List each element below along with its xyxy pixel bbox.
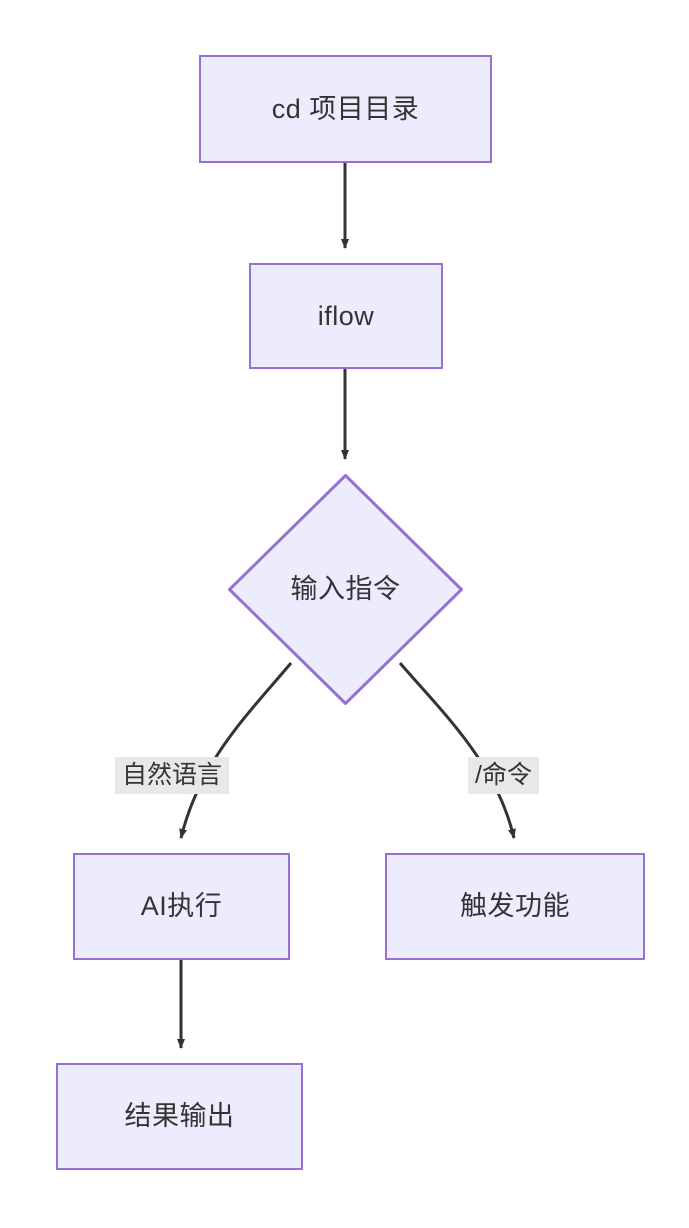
node-ai-execute[interactable]: AI执行 bbox=[73, 853, 290, 960]
node-label: 触发功能 bbox=[460, 891, 570, 921]
node-iflow[interactable]: iflow bbox=[249, 263, 443, 369]
node-label: 输入指令 bbox=[290, 574, 401, 604]
node-cd-project-directory[interactable]: cd 项目目录 bbox=[199, 55, 492, 163]
node-label-wrapper: 输入指令 bbox=[228, 474, 463, 705]
edge-label-slash-command: /命令 bbox=[468, 757, 539, 794]
node-label: iflow bbox=[317, 300, 375, 331]
node-label: cd 项目目录 bbox=[271, 93, 420, 124]
edge-label-natural-language: 自然语言 bbox=[115, 757, 230, 794]
node-result-output[interactable]: 结果输出 bbox=[56, 1063, 303, 1170]
node-trigger-feature[interactable]: 触发功能 bbox=[385, 853, 645, 960]
node-input-command-decision[interactable]: 输入指令 bbox=[228, 474, 463, 705]
diamond-shape bbox=[228, 474, 463, 705]
node-label: 结果输出 bbox=[124, 1101, 235, 1131]
node-label: AI执行 bbox=[140, 891, 223, 921]
